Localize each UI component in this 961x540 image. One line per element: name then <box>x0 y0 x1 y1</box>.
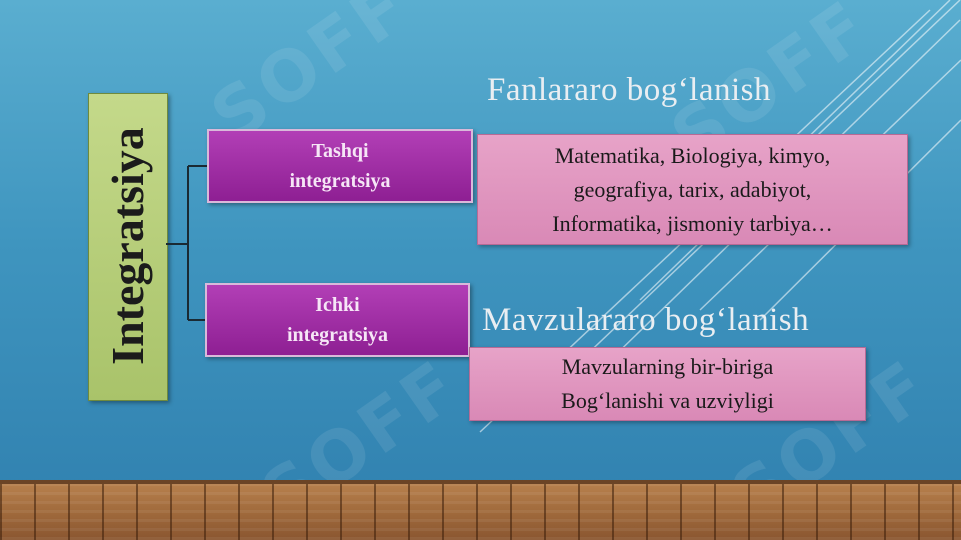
branch-box-line: integratsiya <box>289 170 391 192</box>
floor-edge <box>0 480 961 485</box>
detail-box-fanlararo: Matematika, Biologiya, kimyo, geografiya… <box>477 134 908 245</box>
detail-line: Bog‘lanishi va uzviyligi <box>561 388 774 413</box>
heading-fanlararo: Fanlararo bog‘lanish <box>487 72 772 108</box>
branch-box-line: Tashqi <box>311 140 369 162</box>
root-box <box>88 93 168 401</box>
detail-line: Matematika, Biologiya, kimyo, <box>554 142 831 168</box>
branch-box-line: Ichki <box>315 294 360 316</box>
detail-line: geografiya, tarix, adabiyot, <box>573 176 812 202</box>
detail-line: Mavzularning bir-biriga <box>561 354 774 379</box>
branch-box-line: integratsiya <box>286 324 389 346</box>
detail-box-mavzulararo: Mavzularning bir-biriga Bog‘lanishi va u… <box>469 347 866 421</box>
root-label: Integratsiya <box>101 127 153 365</box>
branch-box-tashqi: Tashqi integratsiya <box>207 129 473 203</box>
branch-box-ichki: Ichki integratsiya <box>205 283 470 357</box>
detail-line: Informatika, jismoniy tarbiya… <box>552 210 833 236</box>
wooden-floor <box>0 484 961 540</box>
heading-mavzulararo: Mavzulararo bog‘lanish <box>482 302 810 338</box>
